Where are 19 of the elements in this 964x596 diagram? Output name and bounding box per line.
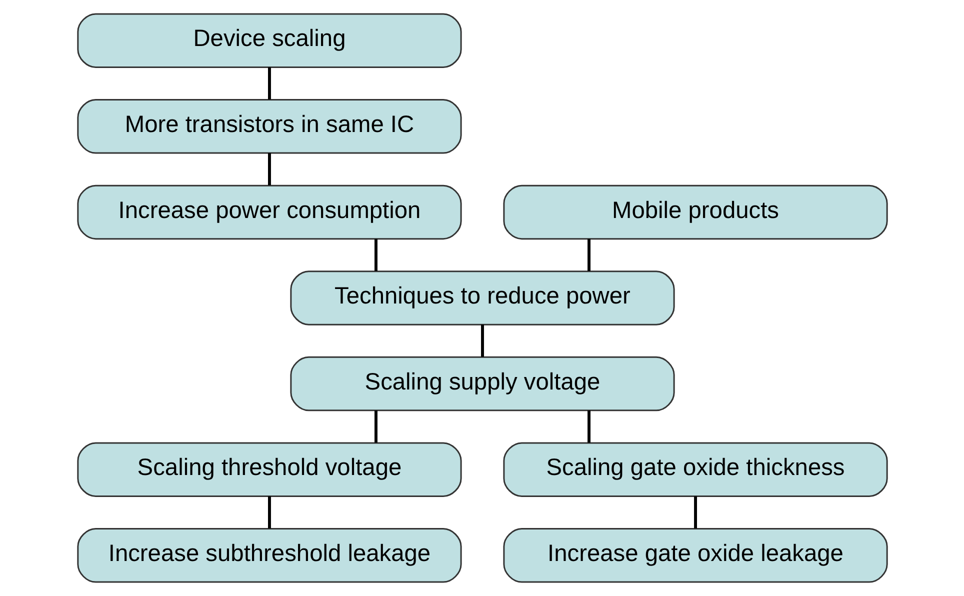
connector <box>480 324 484 357</box>
node-box: More transistors in same IC <box>76 99 462 154</box>
connector <box>374 410 377 443</box>
node-box: Mobile products <box>502 184 888 240</box>
node-box: Device scaling <box>76 13 462 68</box>
connector <box>694 496 696 528</box>
connector <box>587 410 590 443</box>
node-box: Scaling gate oxide thickness <box>502 442 888 497</box>
connector <box>374 238 377 272</box>
connector <box>268 496 270 528</box>
node-box: Scaling threshold voltage <box>76 442 462 497</box>
connector <box>587 238 590 272</box>
node-box: Increase power consumption <box>76 184 462 240</box>
connector <box>268 67 270 100</box>
connector <box>268 153 270 186</box>
node-box: Increase gate oxide leakage <box>502 528 888 583</box>
node-box: Scaling supply voltage <box>290 356 674 412</box>
node-box: Increase subthreshold leakage <box>76 528 462 583</box>
node-box: Techniques to reduce power <box>290 270 674 326</box>
